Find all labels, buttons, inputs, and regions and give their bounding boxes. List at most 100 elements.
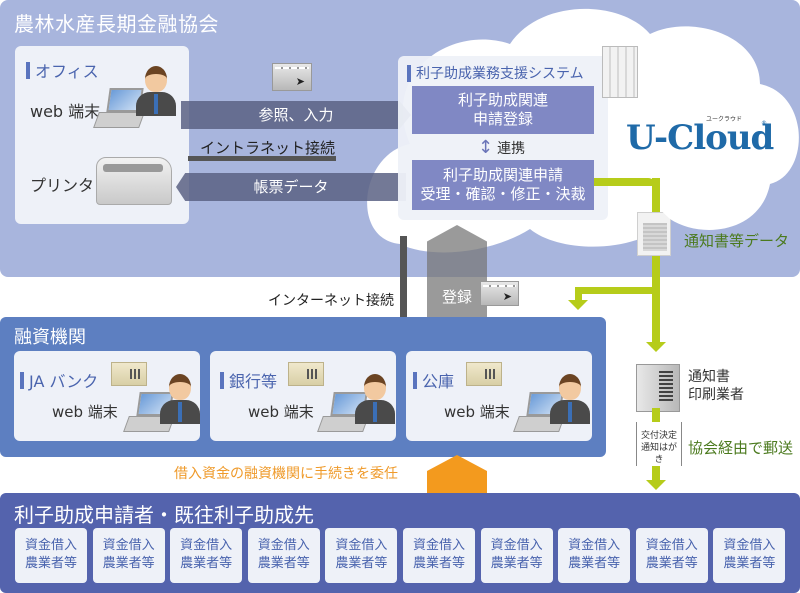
office-web-terminal-label: web 端末 [30, 102, 101, 121]
applicant-card: 資金借入農業者等 [635, 528, 708, 583]
institution-label-text: 公庫 [422, 372, 455, 391]
server-icon [602, 46, 638, 98]
applicant-card-line1: 資金借入 [645, 538, 698, 553]
printer-company-line1: 通知書 [688, 369, 730, 385]
postcard-line1: 交付決定 [640, 431, 677, 441]
applicant-card: 資金借入農業者等 [403, 528, 475, 583]
applicant-card-line1: 資金借入 [24, 538, 77, 553]
web-terminal-label: web 端末 [444, 403, 510, 421]
financial-title: 融資機関 [14, 327, 86, 348]
applicant-card: 資金借入農業者等 [713, 528, 786, 583]
form-data-arrow: 帳票データ [176, 173, 406, 201]
applicant-card: 資金借入農業者等 [480, 528, 553, 583]
person-icon [136, 66, 176, 116]
cursor-icon: ➤ [502, 290, 512, 303]
application-processing-block: 利子助成関連申請 受理・確認・修正・決裁 [412, 160, 594, 210]
person-icon [550, 374, 590, 424]
postcard: 交付決定 通知はがき [636, 422, 682, 466]
label-bar [20, 371, 24, 389]
application-registration-block: 利子助成関連 申請登録 [412, 86, 594, 134]
browser-window-icon: ➤ [480, 281, 519, 306]
intranet-line [188, 156, 336, 161]
green-flow-line [594, 178, 656, 186]
applicant-card-line2: 農業者等 [257, 556, 310, 571]
office-label: オフィス [26, 58, 99, 82]
office-label-text: オフィス [35, 62, 99, 81]
applicant-card-line1: 資金借入 [568, 538, 621, 553]
green-flow-line [652, 178, 660, 343]
office-printer-label: プリンタ [30, 176, 95, 195]
institution-label-text: 銀行等 [229, 372, 278, 391]
delegation-up-arrow [427, 455, 487, 495]
applicant-card-line2: 農業者等 [490, 556, 543, 571]
intranet-label: イントラネット接続 [200, 139, 336, 157]
arrow-down-icon [568, 300, 588, 310]
person-icon [355, 374, 395, 424]
applicant-card-line2: 農業者等 [568, 556, 621, 571]
applicant-card-line2: 農業者等 [102, 556, 155, 571]
applicant-card-line1: 資金借入 [335, 538, 388, 553]
applicant-card-line1: 資金借入 [490, 538, 543, 553]
green-flow-line [575, 287, 655, 294]
applicant-card-line2: 農業者等 [723, 556, 776, 571]
web-terminal-label: web 端末 [248, 403, 314, 421]
label-bar [26, 61, 30, 79]
ucloud-kana: ユークラウド [706, 116, 743, 123]
block1-line2: 申請登録 [472, 110, 533, 128]
institution-label: 公庫 [413, 368, 454, 392]
web-terminal-label: web 端末 [52, 403, 118, 421]
notice-data-label: 通知書等データ [684, 232, 790, 250]
register-label: 登録 [442, 288, 473, 306]
block1-line1: 利子助成関連 [457, 91, 548, 109]
ucloud-logo: U-Cloud [626, 118, 774, 158]
printer-company-line2: 印刷業者 [688, 387, 744, 403]
applicant-card-line1: 資金借入 [102, 538, 155, 553]
register-up-arrow [427, 225, 487, 317]
building-icon [466, 362, 502, 386]
block2-line2: 受理・確認・修正・決裁 [420, 185, 586, 203]
office-building-icon [636, 364, 680, 412]
institution-label: 銀行等 [220, 368, 277, 392]
arrow-down-icon [646, 480, 666, 490]
applicant-card-line2: 農業者等 [24, 556, 77, 571]
reference-input-arrow: 参照、入力 [181, 101, 411, 129]
system-label-text: 利子助成業務支援システム [416, 66, 584, 82]
block2-line1: 利子助成関連申請 [442, 166, 563, 184]
mail-label: 協会経由で郵送 [688, 439, 794, 457]
building-icon [111, 362, 147, 386]
applicant-card-line2: 農業者等 [645, 556, 698, 571]
applicant-card-line2: 農業者等 [412, 556, 465, 571]
green-flow-line [575, 287, 582, 301]
link-indicator: ↕ 連携 [478, 137, 525, 158]
link-label: 連携 [497, 140, 526, 157]
applicant-card: 資金借入農業者等 [170, 528, 243, 583]
system-label: 利子助成業務支援システム [407, 63, 584, 83]
applicant-card-line2: 農業者等 [335, 556, 388, 571]
internet-label: インターネット接続 [268, 293, 394, 309]
applicant-card: 資金借入農業者等 [325, 528, 398, 583]
institution-label: JA バンク [20, 368, 98, 392]
applicant-card-line1: 資金借入 [412, 538, 465, 553]
label-bar [413, 371, 417, 389]
institution-label-text: JA バンク [29, 372, 99, 391]
applicant-card: 資金借入農業者等 [558, 528, 631, 583]
applicant-card-line2: 農業者等 [180, 556, 233, 571]
cursor-icon: ➤ [295, 75, 305, 88]
browser-window-icon: ➤ [272, 63, 312, 91]
printer-icon [96, 157, 172, 205]
double-arrow-icon: ↕ [478, 137, 494, 158]
label-bar [407, 64, 411, 82]
building-icon [288, 362, 324, 386]
registered-mark: ® [761, 120, 767, 127]
association-title: 農林水産長期金融協会 [14, 12, 219, 36]
postcard-line2: 通知はがき [640, 443, 677, 465]
arrow-down-icon [646, 342, 666, 352]
printer-company-label: 通知書 印刷業者 [688, 368, 744, 404]
applicant-card-line1: 資金借入 [723, 538, 776, 553]
applicant-card: 資金借入農業者等 [15, 528, 87, 583]
applicant-card-line1: 資金借入 [257, 538, 310, 553]
internet-line [400, 236, 407, 318]
delegation-label: 借入資金の融資機関に手続きを委任 [174, 466, 398, 482]
person-icon [160, 374, 200, 424]
applicant-card: 資金借入農業者等 [92, 528, 165, 583]
